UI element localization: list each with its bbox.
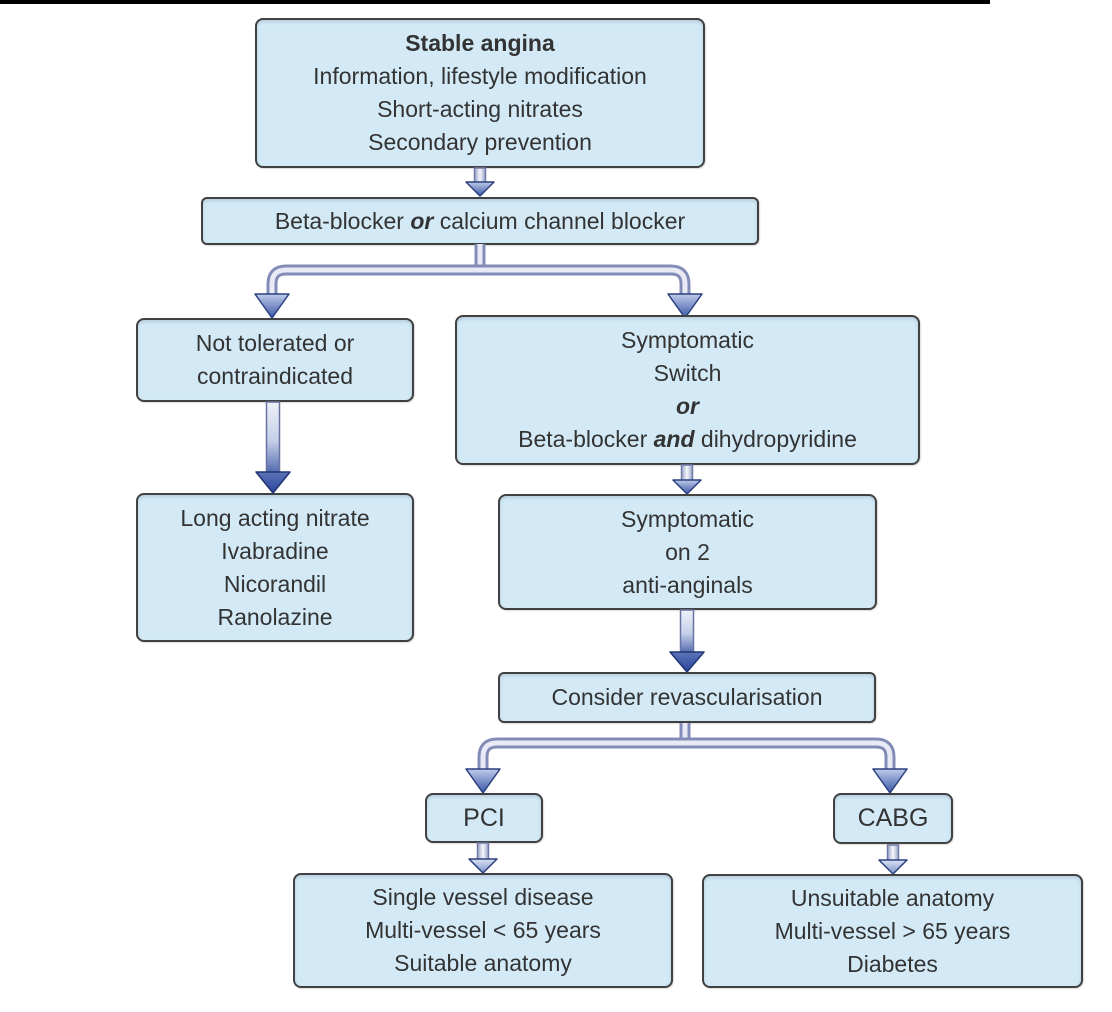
node-alternative-drugs: Long acting nitrate Ivabradine Nicorandi… [136, 493, 414, 642]
node-alternative-drugs-line: Nicorandil [223, 570, 327, 597]
text-segment-or: or [410, 207, 434, 234]
text-segment-and: and [653, 426, 695, 452]
node-symptomatic-on-2: Symptomatic on 2 anti-anginals [498, 494, 877, 610]
node-pci-criteria-line: Suitable anatomy [394, 950, 572, 976]
node-alternative-drugs-line: Ivabradine [221, 537, 329, 564]
node-symptomatic-switch: Symptomatic Switch or Beta-blocker and d… [455, 315, 920, 465]
node-alternative-drugs-line: Long acting nitrate [180, 504, 370, 531]
down-arrow-icon [468, 842, 498, 874]
node-alternative-drugs-line: Ranolazine [217, 603, 333, 630]
down-arrow-icon [669, 609, 705, 673]
node-cabg-criteria: Unsuitable anatomy Multi-vessel > 65 yea… [702, 874, 1083, 988]
node-symptomatic-switch-or: or [676, 393, 699, 419]
node-consider-revascularisation: Consider revascularisation [498, 672, 876, 723]
text-segment: Beta-blocker [518, 426, 654, 452]
node-symptomatic-switch-line: Switch [653, 360, 722, 386]
top-border-line [0, 0, 990, 4]
node-not-tolerated-line: Not tolerated or [195, 330, 355, 356]
node-consider-revascularisation-label: Consider revascularisation [551, 684, 823, 710]
node-not-tolerated-line: contraindicated [197, 363, 353, 389]
node-cabg-label: CABG [857, 804, 929, 832]
node-stable-angina-title: Stable angina [405, 30, 555, 56]
node-stable-angina-line: Information, lifestyle modification [313, 63, 647, 89]
node-stable-angina: Stable angina Information, lifestyle mod… [255, 18, 705, 168]
node-symptomatic-on-2-line: anti-anginals [622, 571, 753, 598]
node-cabg-criteria-line: Unsuitable anatomy [790, 884, 995, 911]
node-not-tolerated: Not tolerated or contraindicated [136, 318, 414, 402]
node-symptomatic-switch-line: Beta-blocker and dihydropyridine [518, 423, 857, 456]
node-pci-criteria-line: Single vessel disease [372, 884, 594, 910]
down-arrow-icon [255, 401, 291, 494]
down-arrow-icon [672, 464, 702, 495]
node-pci-label: PCI [463, 803, 505, 832]
branch-connector-icon [254, 244, 703, 319]
node-symptomatic-on-2-line: Symptomatic [621, 505, 754, 532]
node-symptomatic-on-2-line: on 2 [665, 538, 710, 565]
node-stable-angina-line: Secondary prevention [368, 129, 592, 155]
text-segment: calcium channel blocker [433, 207, 686, 234]
node-pci-criteria-line: Multi-vessel < 65 years [365, 917, 601, 943]
down-arrow-icon [465, 167, 495, 197]
node-pci: PCI [425, 793, 543, 843]
text-segment: dihydropyridine [694, 426, 857, 452]
node-cabg: CABG [833, 793, 953, 844]
branch-connector-icon [465, 723, 908, 794]
node-cabg-criteria-line: Diabetes [847, 950, 938, 977]
node-stable-angina-line: Short-acting nitrates [377, 96, 583, 122]
down-arrow-icon [878, 844, 908, 875]
text-segment: Beta-blocker [274, 207, 411, 234]
node-beta-blocker-or-ccb: Beta-blocker or calcium channel blocker [201, 197, 759, 245]
node-pci-criteria: Single vessel disease Multi-vessel < 65 … [293, 873, 673, 988]
node-symptomatic-switch-line: Symptomatic [621, 327, 754, 353]
node-beta-blocker-text: Beta-blocker or calcium channel blocker [275, 205, 685, 238]
node-cabg-criteria-line: Multi-vessel > 65 years [774, 917, 1011, 944]
